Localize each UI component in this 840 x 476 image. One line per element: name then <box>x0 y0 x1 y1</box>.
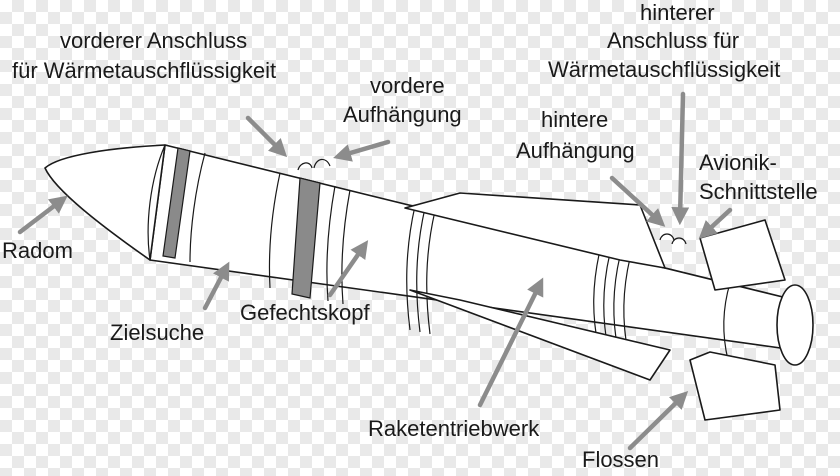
label-gefechtskopf: Gefechtskopf <box>240 300 371 325</box>
arrow-vordere-aufhaengung <box>333 139 391 162</box>
label-zielsuche: Zielsuche <box>110 320 204 345</box>
label-radom: Radom <box>2 238 73 263</box>
arrow-avionik <box>698 207 733 239</box>
label-flossen: Flossen <box>582 447 659 471</box>
arrow-flossen <box>627 390 689 451</box>
missile-body <box>44 144 814 366</box>
label-vordere-aufhaengung-line1: vordere <box>370 73 445 98</box>
arrow-zielsuche <box>202 261 230 311</box>
arrow-radom <box>17 195 68 235</box>
label-avionik-line1: Avionik- <box>699 150 777 175</box>
label-hintere-aufhaengung-line2: Aufhängung <box>516 138 635 163</box>
arrow-vorderer-anschluss <box>245 115 288 158</box>
label-hinterer-anschluss-line1: hinterer <box>640 0 715 25</box>
label-hinterer-anschluss-line2: Anschluss für <box>607 28 739 53</box>
labels: Radom Zielsuche Gefechtskopf vorderer An… <box>2 0 818 472</box>
lower-tail-fin <box>689 351 781 421</box>
radome-shape <box>44 144 166 261</box>
arrow-raketentriebwerk <box>477 277 544 408</box>
upper-wing <box>404 192 666 269</box>
seeker-band <box>162 147 191 259</box>
label-raketentriebwerk: Raketentriebwerk <box>368 416 540 441</box>
warhead-band <box>291 177 321 299</box>
arrow-gefechtskopf <box>327 240 369 298</box>
label-vordere-aufhaengung-line2: Aufhängung <box>343 102 462 127</box>
label-hinterer-anschluss-line3: Wärmetauschflüssigkeit <box>548 57 780 82</box>
label-avionik-line2: Schnittstelle <box>699 179 818 204</box>
tail-nozzle <box>776 284 814 366</box>
label-vorderer-anschluss-line1: vorderer Anschluss <box>60 28 247 53</box>
arrow-hintere-aufhaengung <box>609 175 666 227</box>
label-hintere-aufhaengung-line1: hintere <box>541 107 608 132</box>
label-vorderer-anschluss-line2: für Wärmetauschflüssigkeit <box>12 58 276 83</box>
pointer-arrows <box>17 91 733 451</box>
upper-tail-fin <box>699 219 786 291</box>
arrow-hinterer-anschluss <box>671 91 690 226</box>
lower-wing <box>409 289 671 381</box>
